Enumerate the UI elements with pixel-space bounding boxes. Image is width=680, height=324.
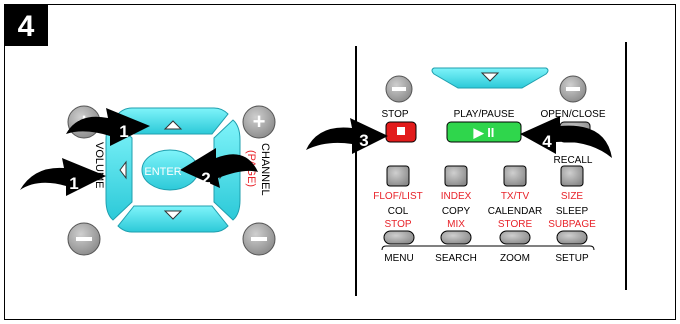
zoom-button[interactable]	[499, 230, 531, 245]
channel-plus-button[interactable]: +	[242, 105, 276, 139]
outer-frame	[4, 4, 676, 320]
enter-label: ENTER	[144, 166, 181, 178]
tx-tv-label: TX/TV	[501, 191, 530, 202]
step-number: 4	[18, 10, 35, 43]
setup-button[interactable]	[556, 230, 588, 245]
recall-label: RECALL	[554, 155, 593, 166]
arrow-3-icon	[306, 118, 388, 154]
index-label: INDEX	[441, 191, 472, 202]
left-minus-button[interactable]	[385, 75, 413, 103]
flof-list-label: FLOF/LIST	[373, 191, 422, 202]
step-badge	[4, 4, 48, 46]
menu-label: MENU	[384, 253, 413, 264]
bottom-bracket	[381, 245, 595, 251]
channel-minus-button[interactable]	[242, 222, 276, 256]
right-minus-button[interactable]	[559, 75, 587, 103]
sleep-label: SLEEP	[556, 206, 589, 217]
play-pause-icon: ▶ II	[473, 125, 495, 140]
mix-label: MIX	[447, 219, 465, 230]
col-label: COL	[388, 206, 409, 217]
up-triangle-icon	[163, 120, 183, 130]
left-remote-dpad: + + ENTER VOLUME CHANNEL (PAGE)	[20, 105, 276, 256]
right-remote-panel: STOP PLAY/PAUSE OPEN/CLOSE ▶ II 3 4 RECA…	[306, 42, 627, 296]
subpage-label: SUBPAGE	[548, 219, 596, 230]
size-button[interactable]	[560, 165, 584, 187]
arrow-4-number: 4	[542, 132, 552, 151]
search-button[interactable]	[440, 230, 472, 245]
store-label: STORE	[498, 219, 533, 230]
svg-text:+: +	[253, 109, 266, 134]
zoom-label: ZOOM	[500, 253, 530, 264]
arrow-1-top-icon	[66, 108, 150, 146]
arrow-1-top-number: 1	[119, 122, 128, 141]
stop-square-icon	[397, 127, 405, 135]
channel-label: CHANNEL	[259, 143, 271, 196]
play-pause-button[interactable]	[446, 121, 522, 143]
left-triangle-icon	[119, 160, 127, 180]
calendar-label: CALENDAR	[488, 206, 542, 217]
open-close-label: OPEN/CLOSE	[540, 109, 605, 120]
arrow-1-left-icon	[20, 158, 106, 196]
down-triangle-icon	[163, 210, 183, 220]
stop-label: STOP	[381, 109, 408, 120]
index-button[interactable]	[444, 165, 468, 187]
copy-label: COPY	[442, 206, 471, 217]
size-label: SIZE	[561, 191, 584, 202]
arrow-1-left-number: 1	[69, 174, 78, 193]
play-pause-label: PLAY/PAUSE	[454, 109, 515, 120]
arrow-4-icon	[520, 116, 612, 158]
arrow-2-icon	[180, 148, 258, 188]
col-stop-label: STOP	[384, 219, 411, 230]
tx-tv-button[interactable]	[503, 165, 527, 187]
arrow-3-number: 3	[359, 131, 368, 150]
search-label: SEARCH	[435, 253, 477, 264]
flof-list-button[interactable]	[386, 165, 410, 187]
arrow-2-number: 2	[201, 169, 210, 188]
setup-label: SETUP	[555, 253, 589, 264]
down-triangle-icon-right	[480, 72, 500, 82]
volume-minus-button[interactable]	[67, 222, 101, 256]
menu-button[interactable]	[383, 230, 415, 245]
